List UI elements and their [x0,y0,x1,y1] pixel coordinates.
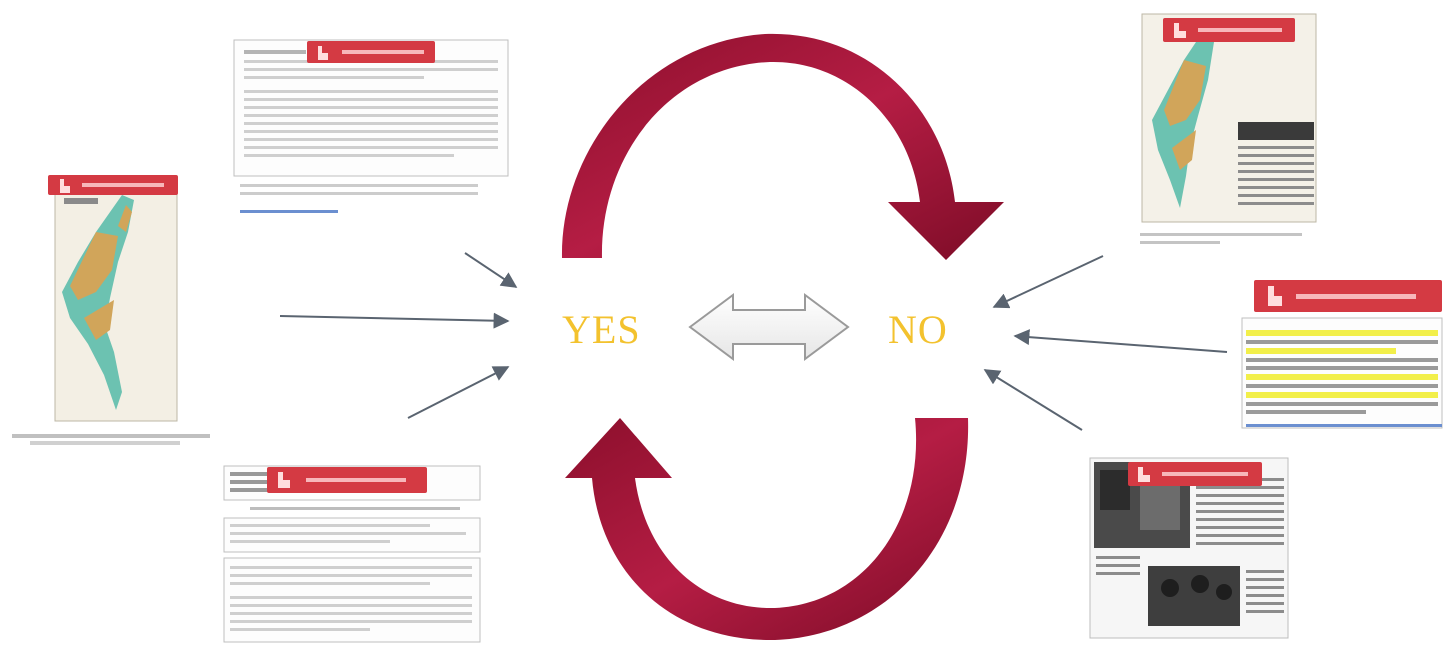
map-and-newspaper-thumbnail[interactable] [1140,13,1317,244]
tap-badge-3[interactable] [267,467,427,493]
pointer-arrow-3 [407,366,510,419]
tap-badge-5[interactable] [1254,280,1442,312]
tap-badge-2[interactable] [307,41,435,63]
double-headed-arrow-icon [688,293,850,361]
cycle-arrow-bottom [565,418,969,641]
photo-newspaper-thumbnail[interactable] [1089,457,1289,639]
pointing-hand-icon [1174,23,1186,38]
pointer-arrow-4 [992,255,1104,309]
yes-label: YES [562,307,641,352]
pointing-hand-icon [278,472,290,488]
no-label: NO [888,307,948,352]
tap-badge-4[interactable] [1163,18,1295,42]
pointing-hand-icon [60,179,70,193]
tap-badge-1[interactable] [48,175,178,195]
map-thumbnail-left[interactable] [12,182,210,445]
tap-badge-6[interactable] [1128,462,1262,486]
document-thumbnail-top[interactable] [233,39,509,213]
pointing-hand-icon [1138,467,1150,482]
pointing-hand-icon [318,46,328,60]
pointer-arrow-5 [1013,329,1228,353]
pointing-hand-icon [1268,286,1282,306]
pointer-arrow-1 [464,252,518,288]
highlighted-text-thumbnail[interactable] [1241,317,1443,429]
cycle-arrow-top [561,33,1004,260]
pointer-arrow-2 [279,312,510,329]
pointer-arrow-6 [983,369,1083,431]
